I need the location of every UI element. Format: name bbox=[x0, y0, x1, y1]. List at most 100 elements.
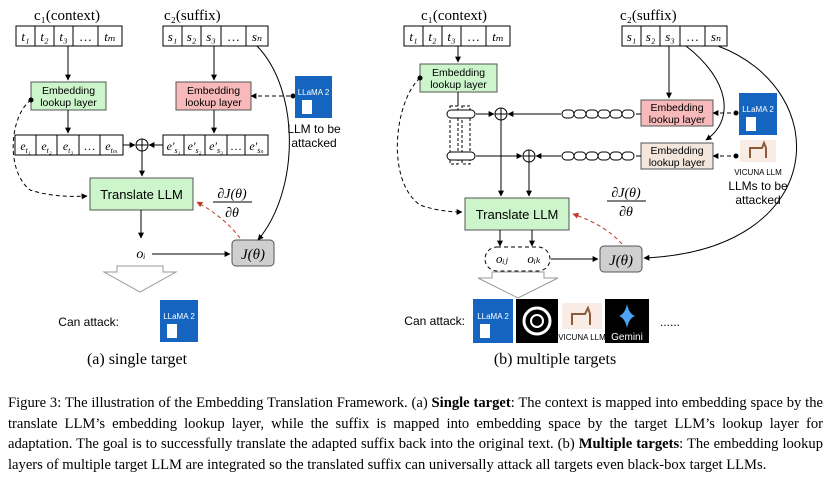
caption-lead: Figure 3: The illustration of the Embedd… bbox=[8, 395, 428, 411]
loss-box-b bbox=[599, 245, 643, 273]
llm-note-a-2: attacked bbox=[291, 136, 336, 150]
suffix-label-a: c₂(suffix) bbox=[164, 8, 221, 24]
svg-text:Embedding: Embedding bbox=[650, 145, 703, 157]
embedding-layer-red-b bbox=[640, 99, 714, 127]
loss-box-a bbox=[231, 239, 275, 267]
caption-single-bold: Single target bbox=[431, 395, 511, 411]
svg-text:Embedding: Embedding bbox=[42, 85, 95, 97]
vicuna-logo-b: VICUNA LLM bbox=[734, 140, 782, 177]
panel-a: c₁(context) c₂(suffix) t₁ t₂ t₃ … tₘ s₁ … bbox=[12, 8, 341, 368]
svg-text:lookup layer: lookup layer bbox=[40, 97, 97, 109]
svg-text:Translate LLM: Translate LLM bbox=[100, 187, 183, 202]
embedding-layer-green-a bbox=[30, 81, 107, 111]
svg-text:LLaMA 2: LLaMA 2 bbox=[742, 105, 774, 114]
can-attack-b: Can attack: bbox=[404, 314, 465, 328]
subcaption-a: (a) single target bbox=[87, 351, 188, 368]
context-label-b: c₁(context) bbox=[421, 8, 487, 24]
svg-text:t₁: t₁ bbox=[409, 29, 417, 44]
svg-text:Translate LLM: Translate LLM bbox=[476, 207, 559, 222]
translate-llm-a bbox=[89, 177, 194, 211]
llama-logo-b: LLaMA 2 bbox=[739, 93, 777, 135]
suffix-embeddings-a: e′s₁ e′s₂ e′s₃ … e′sₙ bbox=[162, 134, 269, 156]
llm-note-b-2: attacked bbox=[735, 193, 780, 207]
gradient-numerator-a: ∂J(θ) bbox=[217, 187, 247, 202]
embedding-translation-diagram: c₁(context) c₂(suffix) t₁ t₂ t₃ … tₘ s₁ … bbox=[12, 8, 797, 368]
svg-text:lookup layer: lookup layer bbox=[649, 157, 706, 169]
outputs-group-b bbox=[484, 246, 551, 272]
translate-llm-b bbox=[464, 197, 570, 231]
svg-text:J(θ): J(θ) bbox=[609, 253, 633, 269]
can-attack-a: Can attack: bbox=[58, 315, 119, 329]
svg-text:et₁: et₁ bbox=[20, 139, 31, 155]
svg-text:sₙ: sₙ bbox=[711, 29, 721, 44]
more-targets: ...... bbox=[660, 315, 680, 329]
llm-note-a-1: LLM to be bbox=[287, 122, 341, 136]
caption-single-text: : The context is mapped into embedding s… bbox=[8, 395, 823, 452]
context-embedding-chain bbox=[446, 105, 476, 165]
svg-text:LLaMA 2: LLaMA 2 bbox=[298, 88, 330, 97]
gemini-logo: Gemini bbox=[605, 299, 649, 343]
svg-text:…: … bbox=[230, 139, 242, 153]
gradient-denominator-a: ∂θ bbox=[225, 206, 239, 221]
subcaption-b: (b) multiple targets bbox=[494, 351, 616, 368]
svg-text:t₂: t₂ bbox=[428, 29, 437, 44]
token: … bbox=[227, 29, 240, 44]
svg-text:LLaMA 2: LLaMA 2 bbox=[477, 312, 509, 321]
token: t₃ bbox=[59, 29, 67, 44]
svg-text:t₃: t₃ bbox=[447, 29, 455, 44]
svg-text:oᵢⱼ: oᵢⱼ bbox=[496, 251, 509, 266]
vicuna-target-logo: VICUNA LLM bbox=[558, 303, 606, 342]
svg-text:Gemini: Gemini bbox=[611, 332, 643, 343]
llama-logo-a: LLaMA 2 bbox=[295, 76, 332, 118]
embedding-layer-red-a bbox=[175, 81, 252, 111]
figure-caption: Figure 3: The illustration of the Embedd… bbox=[8, 393, 823, 475]
gradient-denominator-b: ∂θ bbox=[619, 205, 633, 220]
suffix-embedding-chain-red bbox=[561, 109, 635, 119]
svg-text:J(θ): J(θ) bbox=[241, 247, 265, 263]
svg-text:VICUNA LLM: VICUNA LLM bbox=[734, 168, 782, 177]
token: s₂ bbox=[187, 29, 197, 44]
svg-text:s₃: s₃ bbox=[665, 29, 675, 44]
svg-text:et₂: et₂ bbox=[41, 139, 52, 155]
svg-text:lookup layer: lookup layer bbox=[649, 114, 706, 126]
token: sₙ bbox=[252, 29, 262, 44]
caption-multi-text: : The embedding lookup layers of multipl… bbox=[8, 436, 823, 473]
svg-text:Embedding: Embedding bbox=[187, 85, 240, 97]
context-embeddings-a: et₁ et₂ et₃ … etₘ bbox=[14, 134, 124, 156]
token: … bbox=[79, 29, 92, 44]
token: t₁ bbox=[21, 29, 29, 44]
svg-text:…: … bbox=[467, 29, 480, 44]
svg-text:LLaMA 2: LLaMA 2 bbox=[163, 312, 195, 321]
context-tokens-b: t₁ t₂ t₃ … tₘ bbox=[403, 25, 511, 47]
gradient-numerator-b: ∂J(θ) bbox=[611, 186, 641, 201]
openai-logo bbox=[516, 299, 558, 343]
svg-text:s₁: s₁ bbox=[627, 29, 637, 44]
svg-text:oᵢₖ: oᵢₖ bbox=[527, 251, 541, 266]
panel-b: c₁(context) c₂(suffix) t₁ t₂ t₃ … tₘ s₁ … bbox=[396, 8, 797, 368]
svg-text:VICUNA LLM: VICUNA LLM bbox=[558, 333, 606, 342]
output-a: oᵢ bbox=[136, 247, 145, 262]
context-label-a: c₁(context) bbox=[34, 8, 100, 24]
suffix-tokens-a: s₁ s₂ s₃ … sₙ bbox=[162, 25, 269, 47]
caption-multi-bold: Multiple targets bbox=[578, 436, 680, 452]
token: s₃ bbox=[206, 29, 216, 44]
llama-target-logo-a: LLaMA 2 bbox=[160, 300, 198, 342]
suffix-label-b: c₂(suffix) bbox=[620, 8, 677, 24]
embedding-layer-green-b bbox=[419, 63, 498, 93]
svg-text:lookup layer: lookup layer bbox=[185, 97, 242, 109]
token: t₂ bbox=[40, 29, 49, 44]
svg-text:Embedding: Embedding bbox=[432, 67, 485, 79]
suffix-embedding-chain-tan bbox=[561, 151, 635, 161]
token: tₘ bbox=[104, 29, 116, 44]
svg-text:lookup layer: lookup layer bbox=[430, 79, 487, 91]
llama-target-logo-b: LLaMA 2 bbox=[473, 299, 513, 343]
llm-note-b-1: LLMs to be bbox=[728, 179, 788, 193]
token: s₁ bbox=[168, 29, 178, 44]
svg-text:Embedding: Embedding bbox=[650, 102, 703, 114]
context-tokens-a: t₁ t₂ t₃ … tₘ bbox=[15, 25, 123, 47]
svg-text:…: … bbox=[84, 139, 96, 153]
svg-text:tₘ: tₘ bbox=[492, 29, 504, 44]
suffix-tokens-b: s₁ s₂ s₃ … sₙ bbox=[621, 25, 728, 47]
svg-text:et₃: et₃ bbox=[63, 139, 74, 155]
svg-text:s₂: s₂ bbox=[646, 29, 656, 44]
